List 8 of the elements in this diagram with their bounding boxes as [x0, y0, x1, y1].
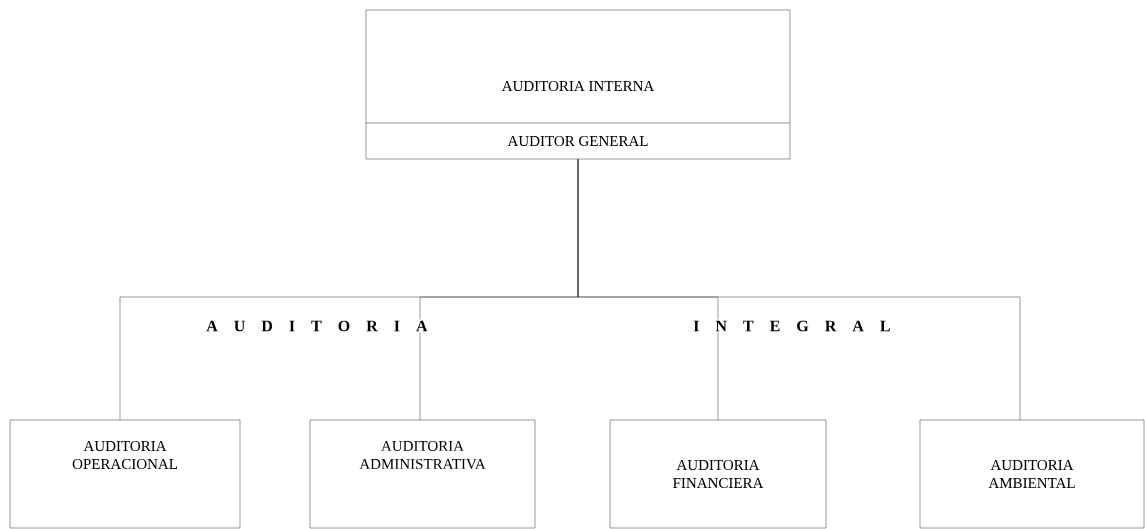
org-box: AUDITORIA INTERNA AUDITOR GENERAL: [365, 9, 791, 160]
connector-line: [577, 159, 1021, 420]
org-box: AUDITORIA ADMINISTRATIVA: [309, 419, 536, 529]
group-label: I N T E G R A L: [692, 319, 892, 333]
org-box: AUDITORIA FINANCIERA: [609, 419, 827, 529]
org-box: AUDITORIA AMBIENTAL: [919, 419, 1145, 529]
org-box: AUDITORIA OPERACIONAL: [9, 419, 241, 529]
group-label: A U D I T O R I A: [205, 319, 429, 333]
